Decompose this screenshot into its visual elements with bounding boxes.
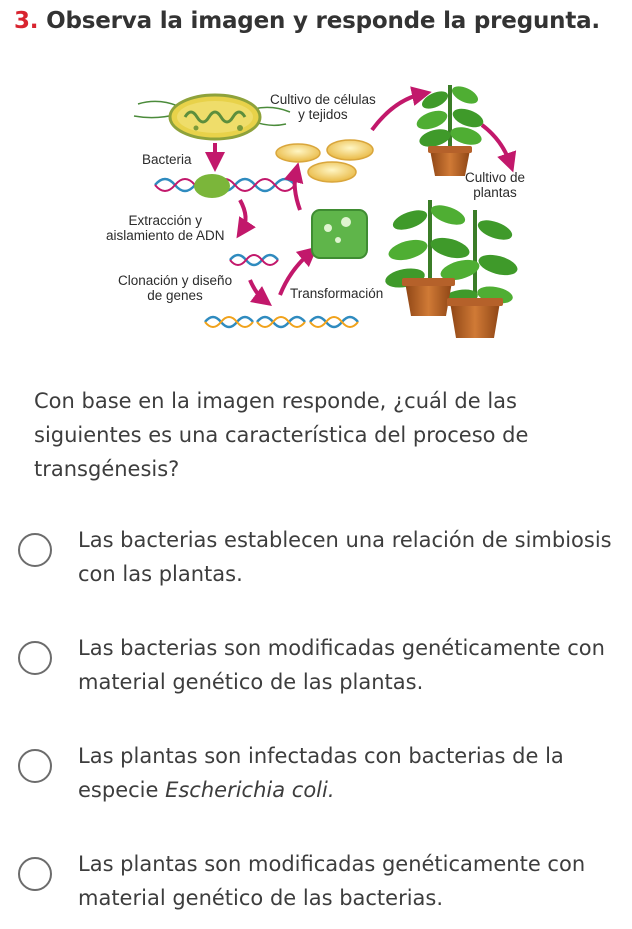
transgenesis-illustration: [133, 85, 518, 338]
dna-extraction-icon: [154, 174, 296, 198]
option-text: Las plantas son modificadas genéticament…: [78, 852, 586, 910]
question-title: 3. Observa la imagen y responde la pregu…: [14, 8, 600, 34]
option-c[interactable]: Las plantas son infectadas con bacterias…: [18, 739, 618, 811]
option-d[interactable]: Las plantas son modificadas genéticament…: [18, 847, 618, 919]
transformed-cell-icon: [311, 209, 368, 259]
label-cloning: Clonación y diseño de genes: [118, 273, 232, 303]
radio-button[interactable]: [18, 533, 52, 567]
bacterium-icon: [133, 93, 291, 141]
option-text: Las plantas son infectadas con bacterias…: [78, 739, 623, 807]
question-number: 3.: [14, 8, 39, 34]
label-extraction-line2: aislamiento de ADN: [106, 228, 225, 243]
radio-button[interactable]: [18, 857, 52, 891]
transgenesis-figure: Cultivo de células y tejidos Bacteria Ex…: [100, 70, 550, 355]
option-b[interactable]: Las bacterias son modificadas genéticame…: [18, 631, 618, 703]
cloned-genes-icon: [204, 315, 359, 329]
label-cloning-line1: Clonación y diseño: [118, 273, 233, 288]
question-prompt: Con base en la imagen responde, ¿cuál de…: [34, 389, 529, 481]
option-text: Las bacterias establecen una relación de…: [78, 528, 612, 586]
option-text-before: Las plantas son infectadas con bacterias…: [78, 744, 564, 802]
radio-button[interactable]: [18, 641, 52, 675]
label-extraction: Extracción y aislamiento de ADN: [106, 213, 225, 243]
option-a[interactable]: Las bacterias establecen una relación de…: [18, 523, 618, 595]
option-text: Las bacterias son modificadas genéticame…: [78, 636, 605, 694]
petri-dishes-icon: [275, 139, 374, 183]
question-title-text: Observa la imagen y responde la pregunta…: [46, 8, 600, 34]
label-plant-culture-line2: plantas: [473, 185, 517, 200]
label-extraction-line1: Extracción y: [128, 213, 203, 228]
label-cell-culture: Cultivo de células y tejidos: [270, 92, 376, 122]
label-cell-culture-line1: Cultivo de células: [270, 92, 376, 107]
label-bacteria: Bacteria: [142, 152, 192, 167]
radio-button[interactable]: [18, 749, 52, 783]
label-cloning-line2: de genes: [147, 288, 203, 303]
label-transformation: Transformación: [290, 286, 384, 301]
plant-icon: [416, 85, 484, 176]
label-plant-culture-line1: Cultivo de: [465, 170, 526, 185]
label-plant-culture: Cultivo de plantas: [465, 170, 525, 200]
plants-group-icon: [385, 200, 518, 338]
option-text-species: Escherichia coli.: [165, 778, 335, 802]
dna-icon: [229, 253, 279, 267]
label-cell-culture-line2: y tejidos: [298, 107, 348, 122]
